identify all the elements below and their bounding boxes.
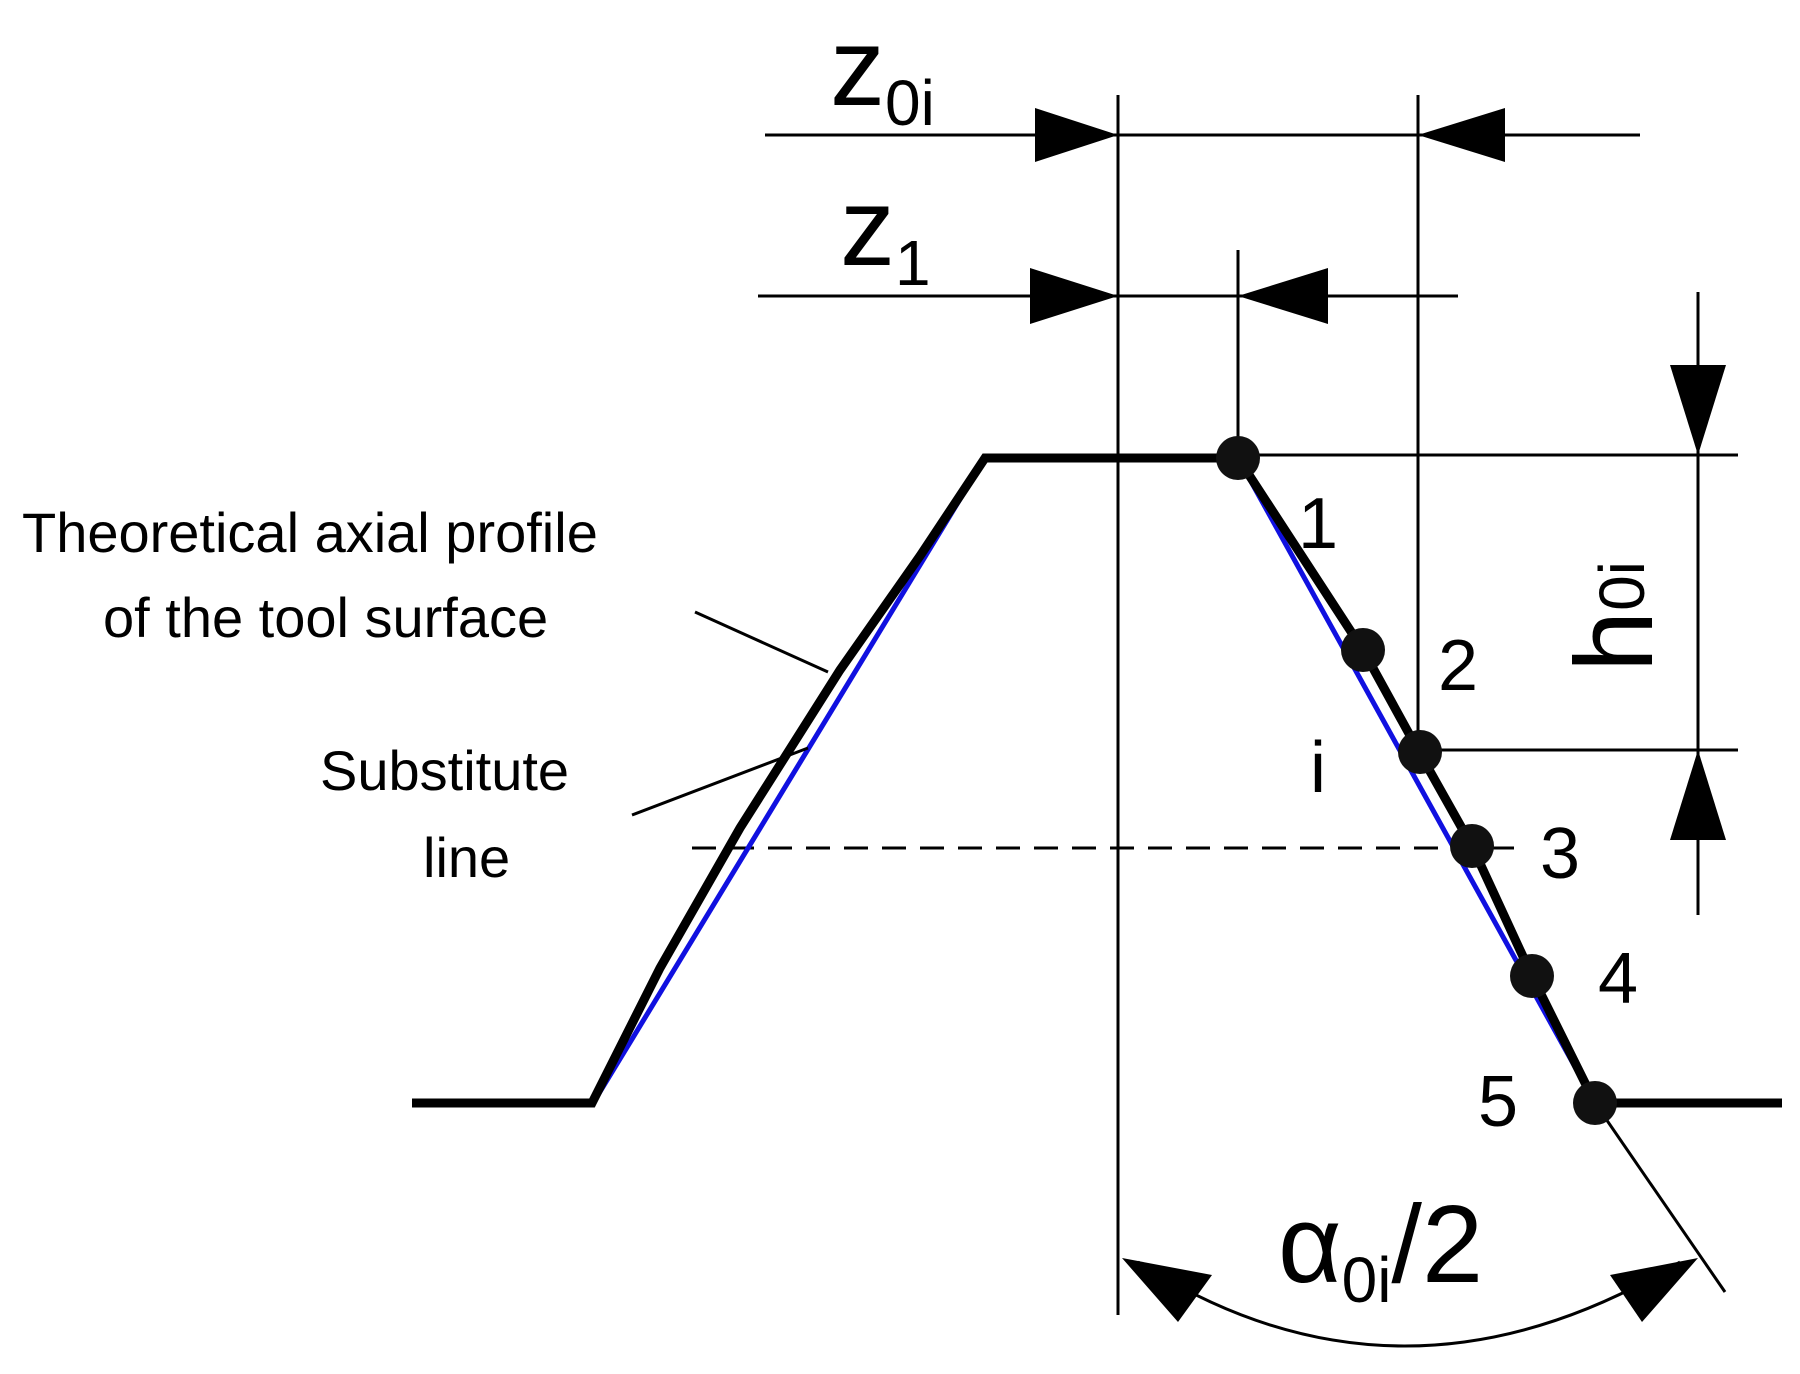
h0i-main: h (1553, 611, 1676, 672)
substitute-line-left (592, 456, 988, 1102)
h0i-arrow-top (1670, 365, 1726, 455)
point-label-5: 5 (1478, 1062, 1518, 1142)
point-i-marker (1398, 730, 1442, 774)
z0i-main: z (830, 6, 885, 129)
theoretical-profile-label-line2: of the tool surface (103, 586, 548, 649)
point-1-marker (1216, 436, 1260, 480)
theoretical-leader (694, 610, 829, 674)
alpha-arc (1137, 1260, 1681, 1348)
z0i-arrow-right (1418, 108, 1505, 162)
alpha-arrow-left (1122, 1258, 1212, 1322)
z1-main: z (840, 166, 895, 289)
point-label-i: i (1310, 728, 1326, 808)
substitute-leader (631, 746, 809, 817)
h0i-sub: 0i (1586, 561, 1658, 611)
point-3-marker (1450, 824, 1494, 868)
z1-arrow-left (1030, 268, 1118, 324)
h0i-label: h0i (1553, 561, 1676, 672)
point-5-marker (1573, 1081, 1617, 1125)
theoretical-profile-label-line1: Theoretical axial profile (22, 501, 598, 564)
alpha-arrow-right (1610, 1258, 1698, 1322)
substitute-line-label-line1: Substitute (320, 739, 569, 802)
alpha-label: α0i/2 (1278, 1183, 1483, 1316)
point-label-2: 2 (1438, 626, 1478, 706)
alpha-main: α (1278, 1183, 1342, 1306)
substitute-line-label-line2: line (423, 826, 510, 889)
point-4-marker (1510, 954, 1554, 998)
z0i-sub: 0i (885, 67, 935, 139)
point-2-marker (1341, 628, 1385, 672)
alpha-tail: /2 (1391, 1183, 1483, 1306)
alpha-extension-line (1593, 1102, 1727, 1293)
theoretical-profile (412, 453, 1782, 1108)
z1-label: z1 (840, 166, 931, 299)
z1-arrow-right (1238, 268, 1328, 324)
z0i-arrow-left (1035, 108, 1118, 162)
z1-sub: 1 (895, 227, 931, 299)
alpha-sub: 0i (1342, 1244, 1392, 1316)
z0i-label: z0i (830, 6, 935, 139)
point-label-3: 3 (1540, 814, 1580, 894)
point-markers (1216, 436, 1617, 1125)
point-label-4: 4 (1598, 939, 1638, 1019)
point-label-1: 1 (1298, 484, 1338, 564)
h0i-arrow-bottom (1670, 750, 1726, 840)
